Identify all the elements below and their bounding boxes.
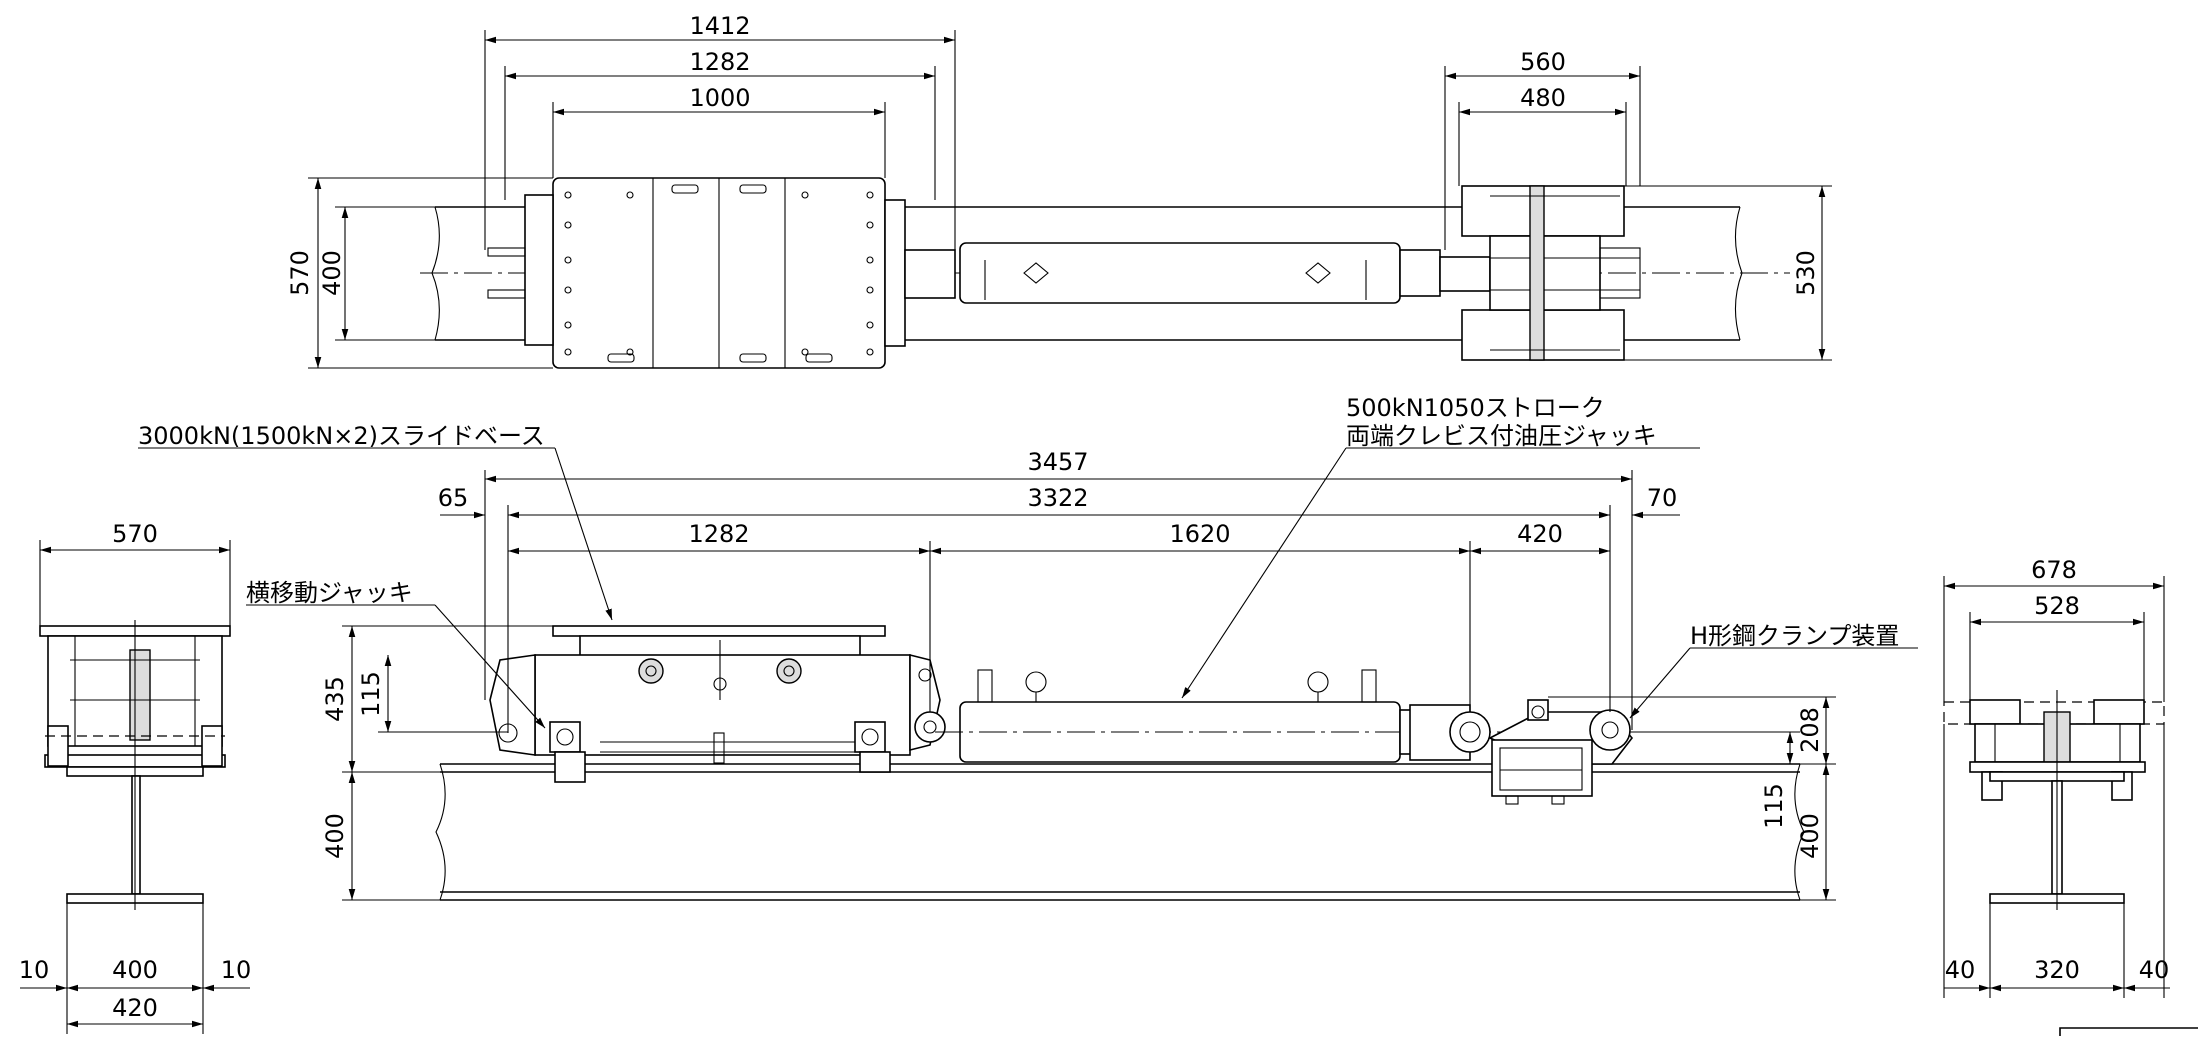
dim-top-560: 560 [1520, 48, 1566, 76]
dim-side-3322: 3322 [1027, 484, 1088, 512]
slide-base-rollers [638, 640, 802, 700]
dim-left-10b: 10 [221, 956, 252, 984]
label-slide-base: 3000kN(1500kN×2)スライドベース [138, 422, 545, 450]
dim-left-570: 570 [112, 520, 158, 548]
left-end-view: 570 10 400 10 420 [19, 520, 252, 1034]
dim-side-400-right: 400 [1796, 813, 1824, 859]
slide-base-bolts [564, 191, 874, 356]
dim-side-400-left: 400 [321, 813, 349, 859]
dim-right-40a: 40 [1945, 956, 1976, 984]
dim-top-480: 480 [1520, 84, 1566, 112]
dim-side-115-left: 115 [357, 671, 385, 717]
side-view: 3457 3322 65 70 1282 1620 420 435 115 40… [138, 394, 1918, 901]
dim-top-1000: 1000 [689, 84, 750, 112]
right-end-view: 678 528 40 320 40 [1943, 556, 2198, 1036]
clamp-device-top [1461, 185, 1641, 361]
dim-side-70: 70 [1647, 484, 1678, 512]
dim-top-1282: 1282 [689, 48, 750, 76]
dim-side-115-right: 115 [1760, 783, 1788, 829]
top-view: 1412 1282 1000 560 480 570 400 530 [286, 12, 1832, 369]
dim-side-3457: 3457 [1027, 448, 1088, 476]
dim-side-1282: 1282 [688, 520, 749, 548]
dim-top-400: 400 [318, 250, 346, 296]
title-block-corner [2059, 1027, 2198, 1036]
dim-top-530: 530 [1792, 250, 1820, 296]
dim-right-320: 320 [2034, 956, 2080, 984]
dim-left-420: 420 [112, 994, 158, 1022]
dim-right-528: 528 [2034, 592, 2080, 620]
dim-side-1620: 1620 [1169, 520, 1230, 548]
dim-left-10a: 10 [19, 956, 50, 984]
dim-side-420: 420 [1517, 520, 1563, 548]
dim-side-208: 208 [1796, 707, 1824, 753]
label-clamp: H形鋼クランプ装置 [1690, 622, 1899, 650]
dim-top-570: 570 [286, 250, 314, 296]
dim-side-65: 65 [438, 484, 469, 512]
dim-top-1412: 1412 [689, 12, 750, 40]
label-jack-line2: 両端クレビス付油圧ジャッキ [1346, 422, 1657, 450]
dim-left-400: 400 [112, 956, 158, 984]
dim-right-678: 678 [2031, 556, 2077, 584]
clamp-device-side [1488, 699, 1634, 805]
label-lateral-jack: 横移動ジャッキ [246, 579, 413, 607]
label-jack-line1: 500kN1050ストローク [1346, 394, 1605, 422]
dim-right-40b: 40 [2139, 956, 2170, 984]
dim-side-435: 435 [321, 676, 349, 722]
